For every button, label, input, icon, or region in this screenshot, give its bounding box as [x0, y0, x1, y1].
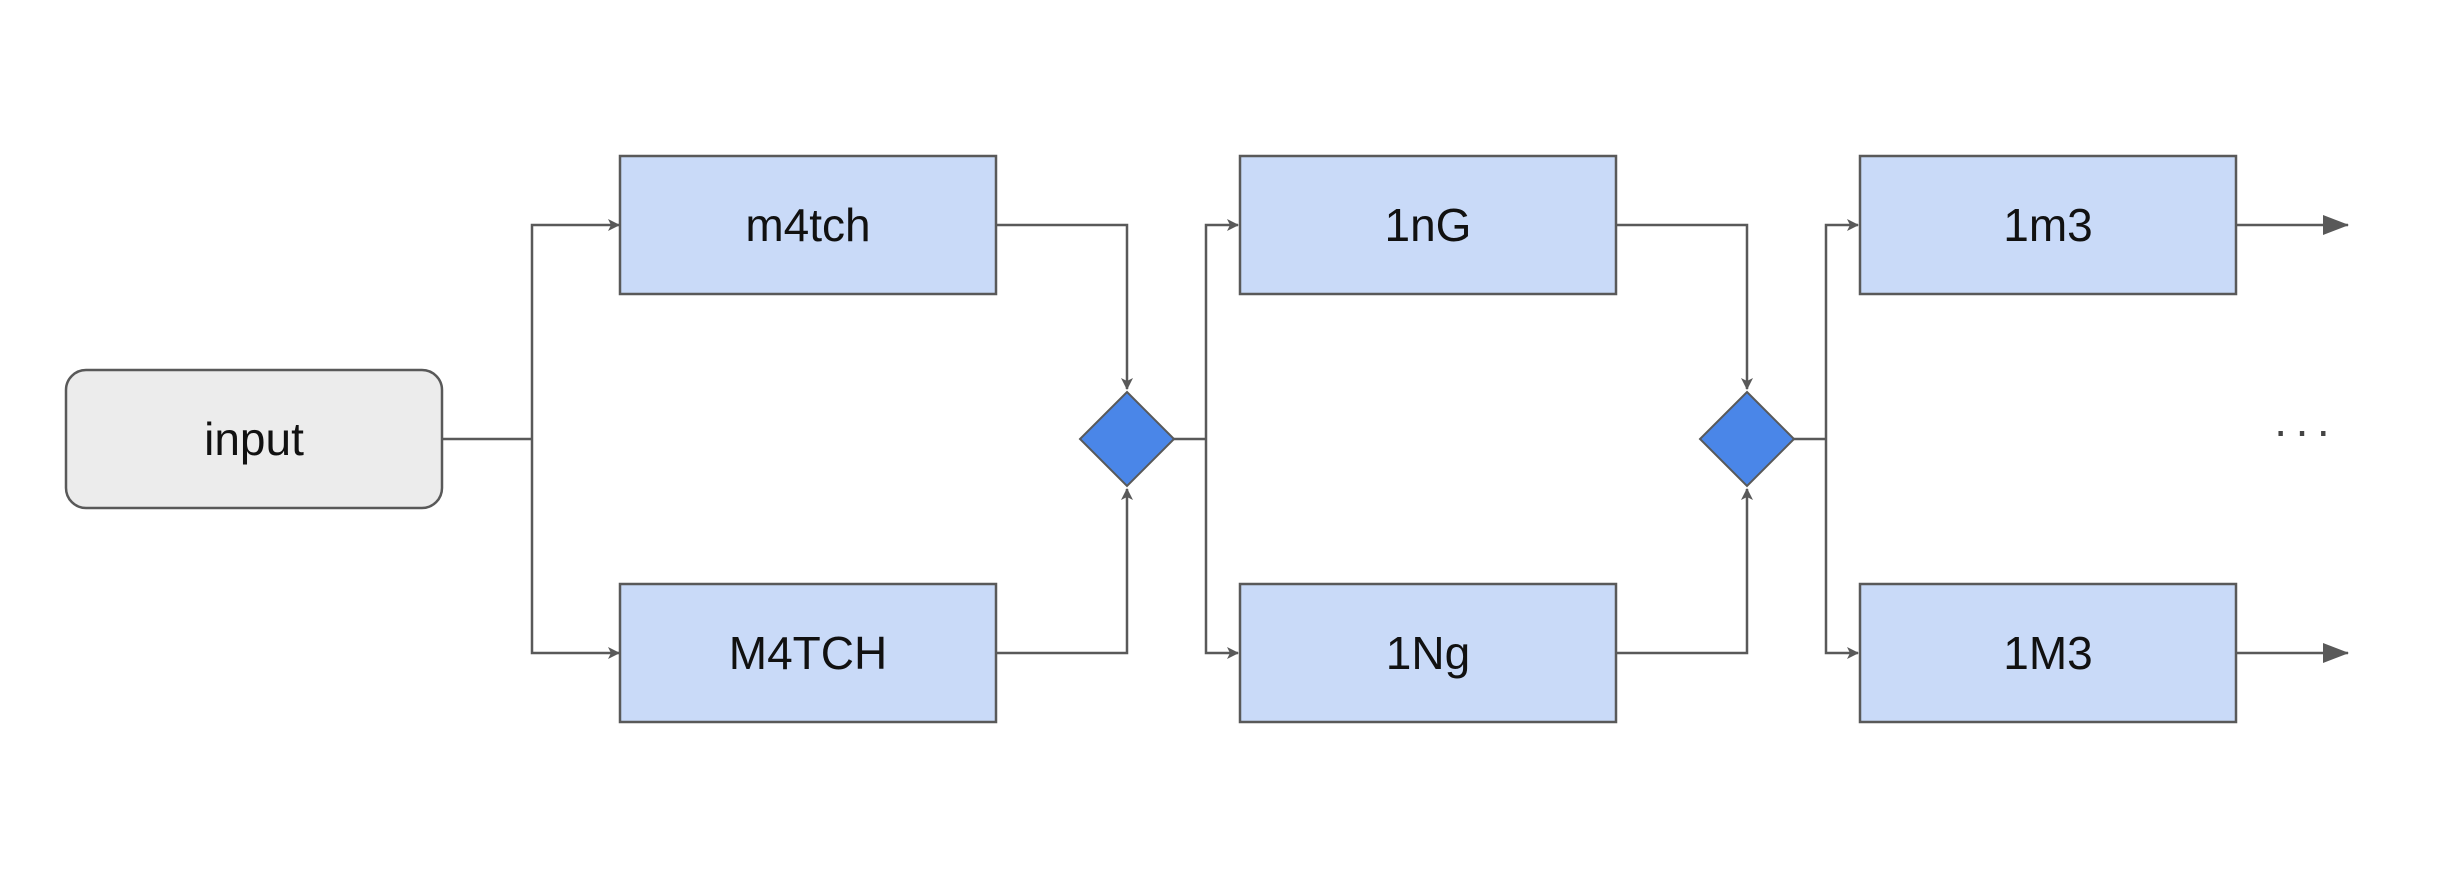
box-1nG-label: 1nG [1385, 199, 1472, 251]
box-1nG: 1nG [1238, 154, 1618, 296]
edge-merge2-to-1m3 [1824, 219, 1859, 439]
merge-diamond-2 [1698, 390, 1796, 488]
stage-3: 1m3 1M3 [1858, 154, 2238, 724]
box-1Ng: 1Ng [1238, 582, 1618, 724]
merge-diamond-1 [1078, 390, 1176, 488]
edge-merge2-to-1M3 [1824, 439, 1859, 659]
edge-merge1-to-1nG [1204, 219, 1239, 439]
box-M4TCH: M4TCH [618, 582, 998, 724]
stage-1: m4tch M4TCH [618, 154, 998, 724]
box-1Ng-label: 1Ng [1386, 627, 1470, 679]
edge-split-to-M4TCH [530, 439, 620, 659]
stage-2: 1nG 1Ng [1238, 154, 1618, 724]
box-1M3-label: 1M3 [2003, 627, 2092, 679]
edge-M4TCH-to-merge1 [996, 488, 1133, 655]
box-1M3: 1M3 [1858, 582, 2238, 724]
box-1m3-label: 1m3 [2003, 199, 2092, 251]
edges [442, 215, 2349, 663]
edge-split-to-m4tch [530, 219, 620, 439]
edge-1Ng-to-merge2 [1616, 488, 1753, 655]
input-node: input [64, 368, 444, 510]
edge-1nG-to-merge2 [1616, 223, 1753, 390]
input-node-label: input [204, 413, 304, 465]
edge-merge1-to-1Ng [1204, 439, 1239, 659]
box-m4tch-label: m4tch [745, 199, 870, 251]
box-M4TCH-label: M4TCH [729, 627, 887, 679]
edge-m4tch-to-merge1 [996, 223, 1133, 390]
box-m4tch: m4tch [618, 154, 998, 296]
box-1m3: 1m3 [1858, 154, 2238, 296]
continuation-ellipsis: ··· [2273, 404, 2337, 456]
